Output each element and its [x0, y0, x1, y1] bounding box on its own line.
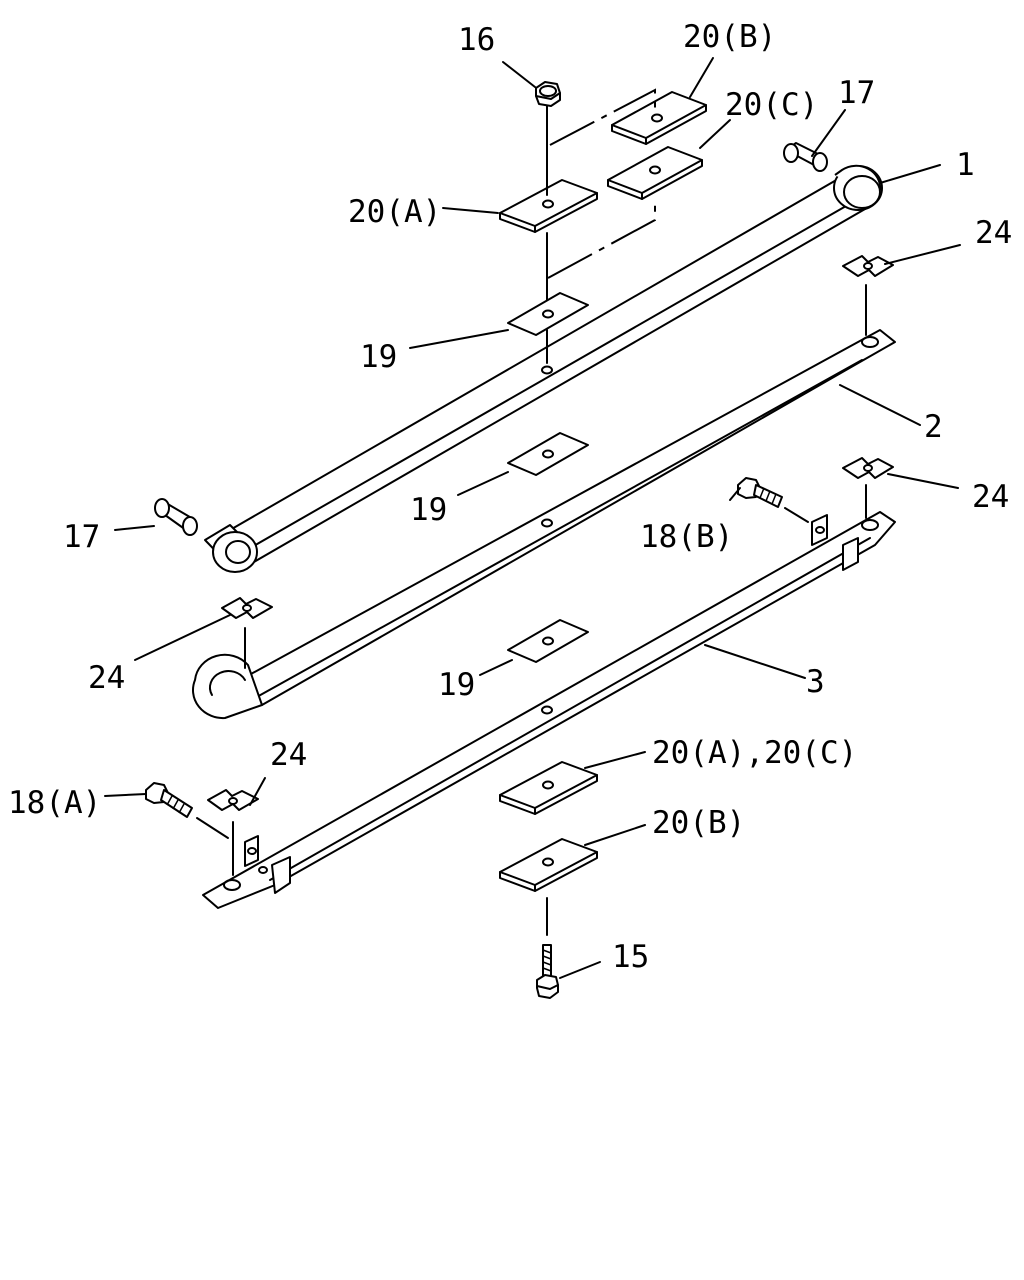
bushing-17-right [783, 142, 828, 172]
label-1: 1 [956, 147, 975, 183]
leaf-spring-2 [192, 329, 896, 720]
nut-16 [535, 81, 561, 107]
label-20b-top: 20(B) [683, 19, 776, 55]
label-18a: 18(A) [8, 785, 101, 821]
clip-24-upper-right [842, 255, 894, 277]
bolt-18b [737, 477, 783, 508]
label-19-upper: 19 [360, 339, 397, 375]
label-3: 3 [806, 664, 825, 700]
label-16: 16 [458, 22, 495, 58]
label-17-right: 17 [838, 75, 875, 111]
part-labels: 16 20(B) 20(C) 17 1 20(A) 24 19 2 19 24 … [8, 19, 1012, 975]
label-24-mid-right: 24 [972, 479, 1009, 515]
clip-24-lower [207, 789, 259, 811]
leaf-spring-3 [202, 511, 896, 909]
label-20c-top: 20(C) [725, 87, 818, 123]
pad-19-lower [507, 619, 589, 663]
label-15: 15 [612, 939, 649, 975]
clip-24-mid-right [842, 457, 894, 479]
label-17-left: 17 [63, 519, 100, 555]
label-19-lower: 19 [438, 667, 475, 703]
plate-20a-top [499, 179, 598, 233]
plate-20c-top [607, 146, 703, 200]
plate-20b-top [611, 91, 707, 145]
label-20ac-bottom: 20(A),20(C) [652, 735, 857, 771]
plate-20b-bottom [499, 838, 598, 892]
label-2: 2 [924, 409, 943, 445]
label-24-upper-right: 24 [975, 215, 1012, 251]
label-20a-top: 20(A) [348, 194, 441, 230]
leaf-spring-1 [204, 164, 883, 573]
pad-19-upper [507, 292, 589, 336]
leader-lines [104, 57, 961, 979]
label-18b: 18(B) [640, 519, 733, 555]
label-19-middle: 19 [410, 492, 447, 528]
center-bolt-15 [536, 944, 559, 999]
plate-20ac-bottom [499, 761, 598, 815]
label-24-left: 24 [88, 660, 125, 696]
label-20b-bottom: 20(B) [652, 805, 745, 841]
clip-24-left [221, 597, 273, 619]
label-24-lower: 24 [270, 737, 307, 773]
pad-19-middle [507, 432, 589, 476]
bushing-17-left [154, 498, 198, 536]
bolt-18a [145, 782, 193, 818]
